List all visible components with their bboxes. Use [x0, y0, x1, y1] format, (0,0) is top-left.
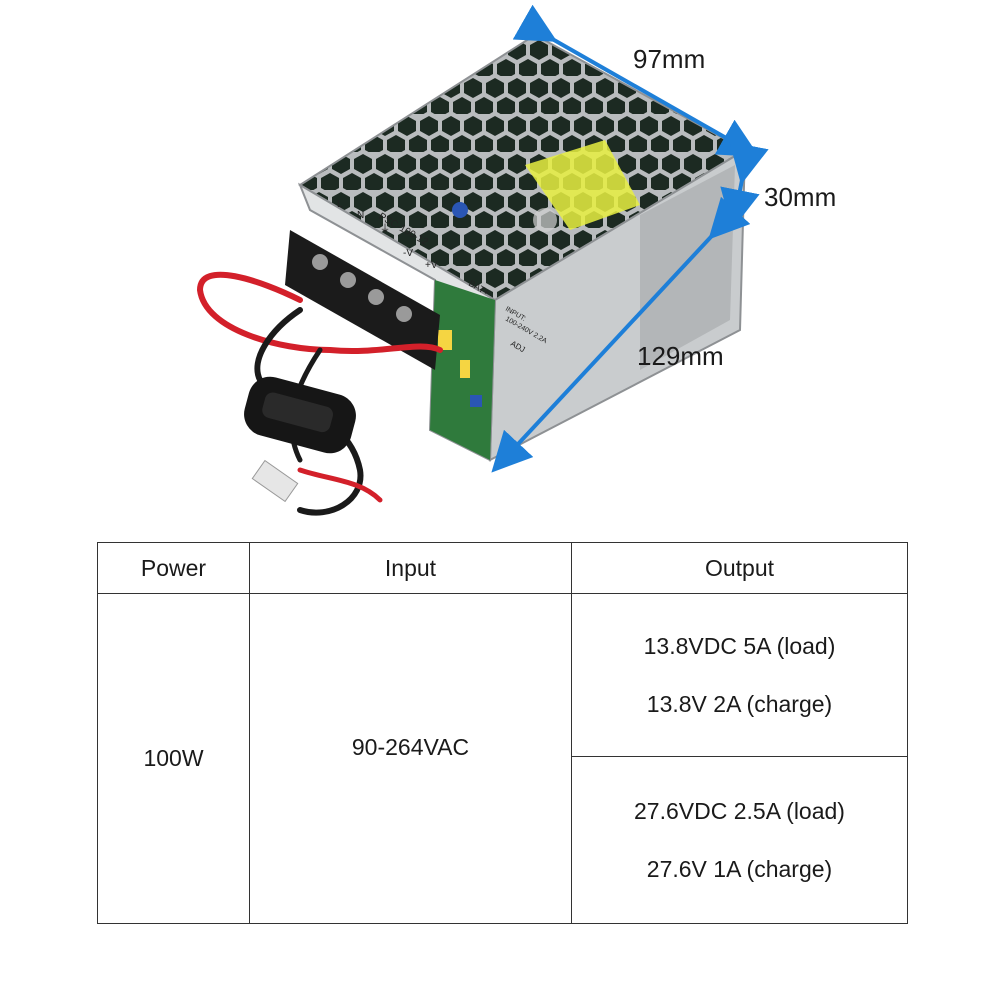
output-cell-24v: 27.6VDC 2.5A (load) 27.6V 1A (charge) — [571, 756, 908, 924]
height-dimension-label: 30mm — [764, 182, 837, 212]
svg-text:-V: -V — [403, 248, 413, 259]
cable-connector — [251, 459, 299, 503]
table-header-row: Power Input Output — [97, 542, 908, 594]
width-dimension-label: 97mm — [633, 44, 706, 74]
svg-text:N: N — [357, 210, 364, 221]
terminal-labels: L N ⏚ -V +V — [337, 199, 438, 271]
output-cell-12v: 13.8VDC 5A (load) 13.8V 2A (charge) — [571, 593, 908, 757]
dimension-arrows — [491, 4, 769, 473]
svg-text:⏚: ⏚ — [380, 223, 390, 235]
power-value: 100W — [97, 593, 250, 924]
output-load-24v: 27.6VDC 2.5A (load) — [634, 798, 845, 824]
spec-table: Power Input Output 100W 90-264VAC 13.8VD… — [97, 542, 908, 924]
output-load-12v: 13.8VDC 5A (load) — [643, 633, 836, 659]
power-header: Power — [97, 542, 250, 594]
output-charge-24v: 27.6V 1A (charge) — [646, 856, 833, 882]
output-header: Output — [571, 542, 908, 594]
fuse-holder — [244, 376, 356, 454]
terminal-block — [285, 230, 440, 370]
table-row: 100W 90-264VAC 13.8VDC 5A (load) 13.8V 2… — [97, 593, 908, 924]
output-charge-12v: 13.8V 2A (charge) — [646, 691, 833, 717]
input-header: Input — [249, 542, 572, 594]
product-image: PSC-100-12 BAT+ BAT- INPUT: 100-240V 2.2… — [196, 4, 837, 516]
svg-text:L: L — [337, 199, 343, 210]
input-value: 90-264VAC — [249, 593, 572, 924]
svg-text:+V: +V — [425, 260, 438, 271]
length-dimension-label: 129mm — [637, 341, 724, 371]
table-row: 27.6VDC 2.5A (load) 27.6V 1A (charge) — [98, 756, 908, 924]
power-supply-illustration: PSC-100-12 BAT+ BAT- INPUT: 100-240V 2.2… — [196, 4, 769, 516]
